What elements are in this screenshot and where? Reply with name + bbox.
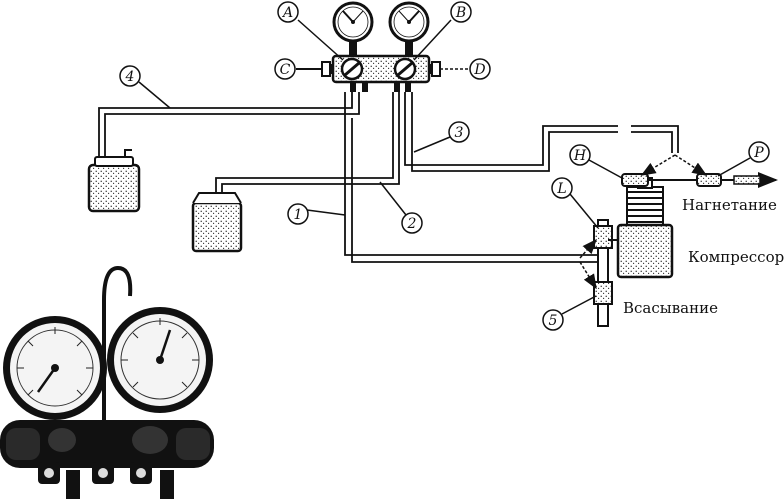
callout-c: C: [274, 58, 296, 80]
callout-l: L: [551, 177, 599, 229]
callout-d: D: [469, 58, 491, 80]
callout-p: P: [717, 141, 770, 177]
svg-text:2: 2: [407, 216, 417, 232]
hose-label-3: 3: [413, 121, 470, 153]
photo-right-gauge: [107, 307, 213, 413]
callout-line-a: [297, 19, 344, 61]
suction-line: [579, 219, 618, 327]
hose-label-5: 5: [542, 295, 597, 331]
hose-label-4: 4: [119, 65, 171, 109]
manifold-photo: [0, 265, 214, 499]
right-gauge-stem: [405, 40, 413, 58]
right-port-cap: [431, 61, 441, 77]
svg-text:L: L: [556, 181, 566, 197]
refrigerant-tank-left: [87, 149, 141, 213]
valve-l: [593, 225, 613, 249]
callout-h: H: [569, 144, 623, 179]
svg-text:3: 3: [455, 125, 464, 141]
hose-2: [215, 92, 394, 194]
svg-text:P: P: [753, 145, 764, 161]
hose-label-2: 2: [379, 181, 423, 234]
discharge-line: [621, 154, 778, 188]
svg-text:H: H: [573, 148, 587, 164]
svg-text:5: 5: [549, 313, 558, 329]
hose-1: [344, 92, 598, 256]
hose-label-1: 1: [287, 203, 346, 225]
compressor-label: Компрессор: [688, 248, 784, 266]
svg-text:B: B: [455, 5, 466, 21]
right-valve-knob: [393, 57, 417, 81]
discharge-label: Нагнетание: [682, 196, 777, 214]
svg-text:C: C: [280, 62, 291, 78]
low-pressure-gauge: [332, 1, 374, 43]
valve-p: [696, 173, 722, 187]
compressor: [616, 177, 674, 279]
left-valve-knob: [340, 57, 364, 81]
svg-text:1: 1: [294, 207, 303, 223]
svg-text:D: D: [473, 62, 485, 78]
hoses: [98, 92, 679, 263]
valve-h: [621, 173, 649, 187]
callout-a: A: [277, 1, 299, 23]
callout-b: B: [450, 1, 472, 23]
refrigerant-tank-middle: [191, 192, 243, 253]
valve-5: [593, 281, 613, 305]
left-gauge-stem: [349, 40, 357, 58]
compressor-body: [616, 223, 674, 279]
photo-left-gauge: [3, 316, 107, 420]
svg-text:A: A: [281, 5, 293, 21]
suction-label: Всасывание: [623, 299, 718, 317]
svg-text:4: 4: [125, 69, 135, 85]
left-port-cap: [321, 61, 331, 77]
high-pressure-gauge: [388, 1, 430, 43]
hose-4: [98, 92, 353, 158]
hose-3: [404, 92, 618, 166]
manifold-block: [321, 1, 441, 92]
callout-line-b: [413, 19, 452, 61]
